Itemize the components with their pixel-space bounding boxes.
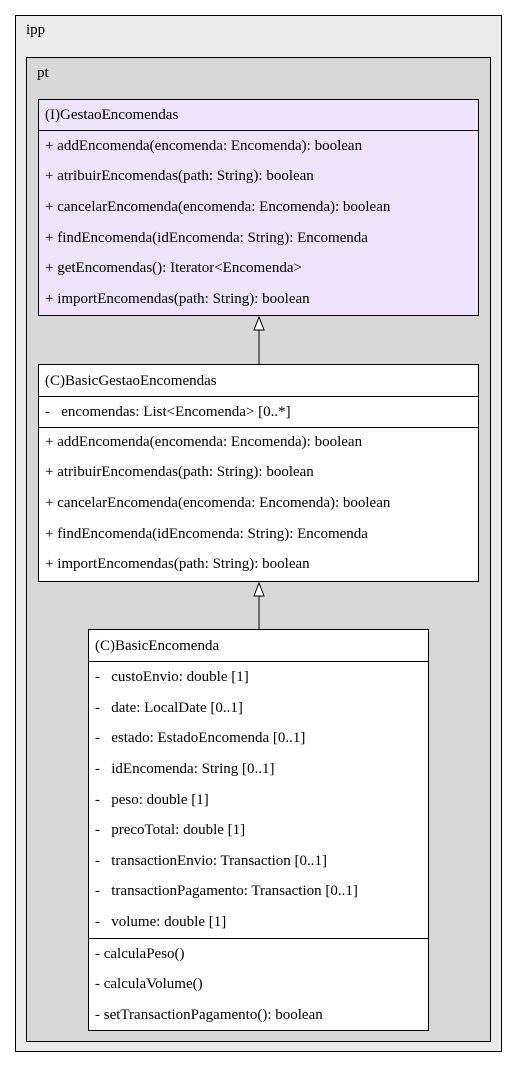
attribute-row: - date: LocalDate [0..1]: [95, 700, 243, 716]
class-box-basic-gestao-encomendas[interactable]: (C)BasicGestaoEncomendas - encomendas: L…: [38, 364, 479, 582]
compartment-divider: [39, 130, 478, 131]
method-row: + importEncomendas(path: String): boolea…: [45, 291, 310, 307]
attribute-row: - transactionPagamento: Transaction [0..…: [95, 883, 358, 899]
package-ipp-label: ipp: [26, 22, 46, 38]
method-row: + findEncomenda(idEncomenda: String): En…: [45, 526, 368, 542]
method-row: - setTransactionPagamento(): boolean: [95, 1007, 323, 1023]
attribute-row: - peso: double [1]: [95, 792, 209, 808]
method-row: - calculaPeso(): [95, 946, 185, 962]
class-name: (C)BasicEncomenda: [95, 638, 220, 654]
class-box-basic-encomenda[interactable]: (C)BasicEncomenda - custoEnvio: double […: [88, 629, 429, 1031]
compartment-divider: [89, 661, 428, 662]
attribute-row: - idEncomenda: String [0..1]: [95, 761, 275, 777]
method-row: + cancelarEncomenda(encomenda: Encomenda…: [45, 495, 391, 511]
method-row: + atribuirEncomendas(path: String): bool…: [45, 168, 314, 184]
attribute-row: - custoEnvio: double [1]: [95, 669, 249, 685]
method-row: - calculaVolume(): [95, 976, 203, 992]
compartment-divider: [39, 427, 478, 428]
method-row: + addEncomenda(encomenda: Encomenda): bo…: [45, 138, 363, 154]
attribute-row: - volume: double [1]: [95, 914, 227, 930]
method-row: + findEncomenda(idEncomenda: String): En…: [45, 230, 368, 246]
package-pt-label: pt: [37, 65, 49, 81]
attribute-row: - encomendas: List<Encomenda> [0..*]: [45, 404, 291, 420]
attribute-row: - estado: EstadoEncomenda [0..1]: [95, 730, 306, 746]
class-box-gestao-encomendas[interactable]: (I)GestaoEncomendas + addEncomenda(encom…: [38, 99, 479, 316]
class-name: (I)GestaoEncomendas: [45, 107, 179, 123]
realization-arrow: [253, 315, 265, 364]
attribute-row: - transactionEnvio: Transaction [0..1]: [95, 853, 328, 869]
compartment-divider: [89, 938, 428, 939]
method-row: + atribuirEncomendas(path: String): bool…: [45, 464, 314, 480]
method-row: + importEncomendas(path: String): boolea…: [45, 556, 310, 572]
attribute-row: - precoTotal: double [1]: [95, 822, 246, 838]
class-name: (C)BasicGestaoEncomendas: [45, 373, 217, 389]
method-row: + getEncomendas(): Iterator<Encomenda>: [45, 260, 302, 276]
method-row: + addEncomenda(encomenda: Encomenda): bo…: [45, 434, 363, 450]
generalization-arrow: [253, 581, 265, 629]
compartment-divider: [39, 396, 478, 397]
method-row: + cancelarEncomenda(encomenda: Encomenda…: [45, 199, 391, 215]
